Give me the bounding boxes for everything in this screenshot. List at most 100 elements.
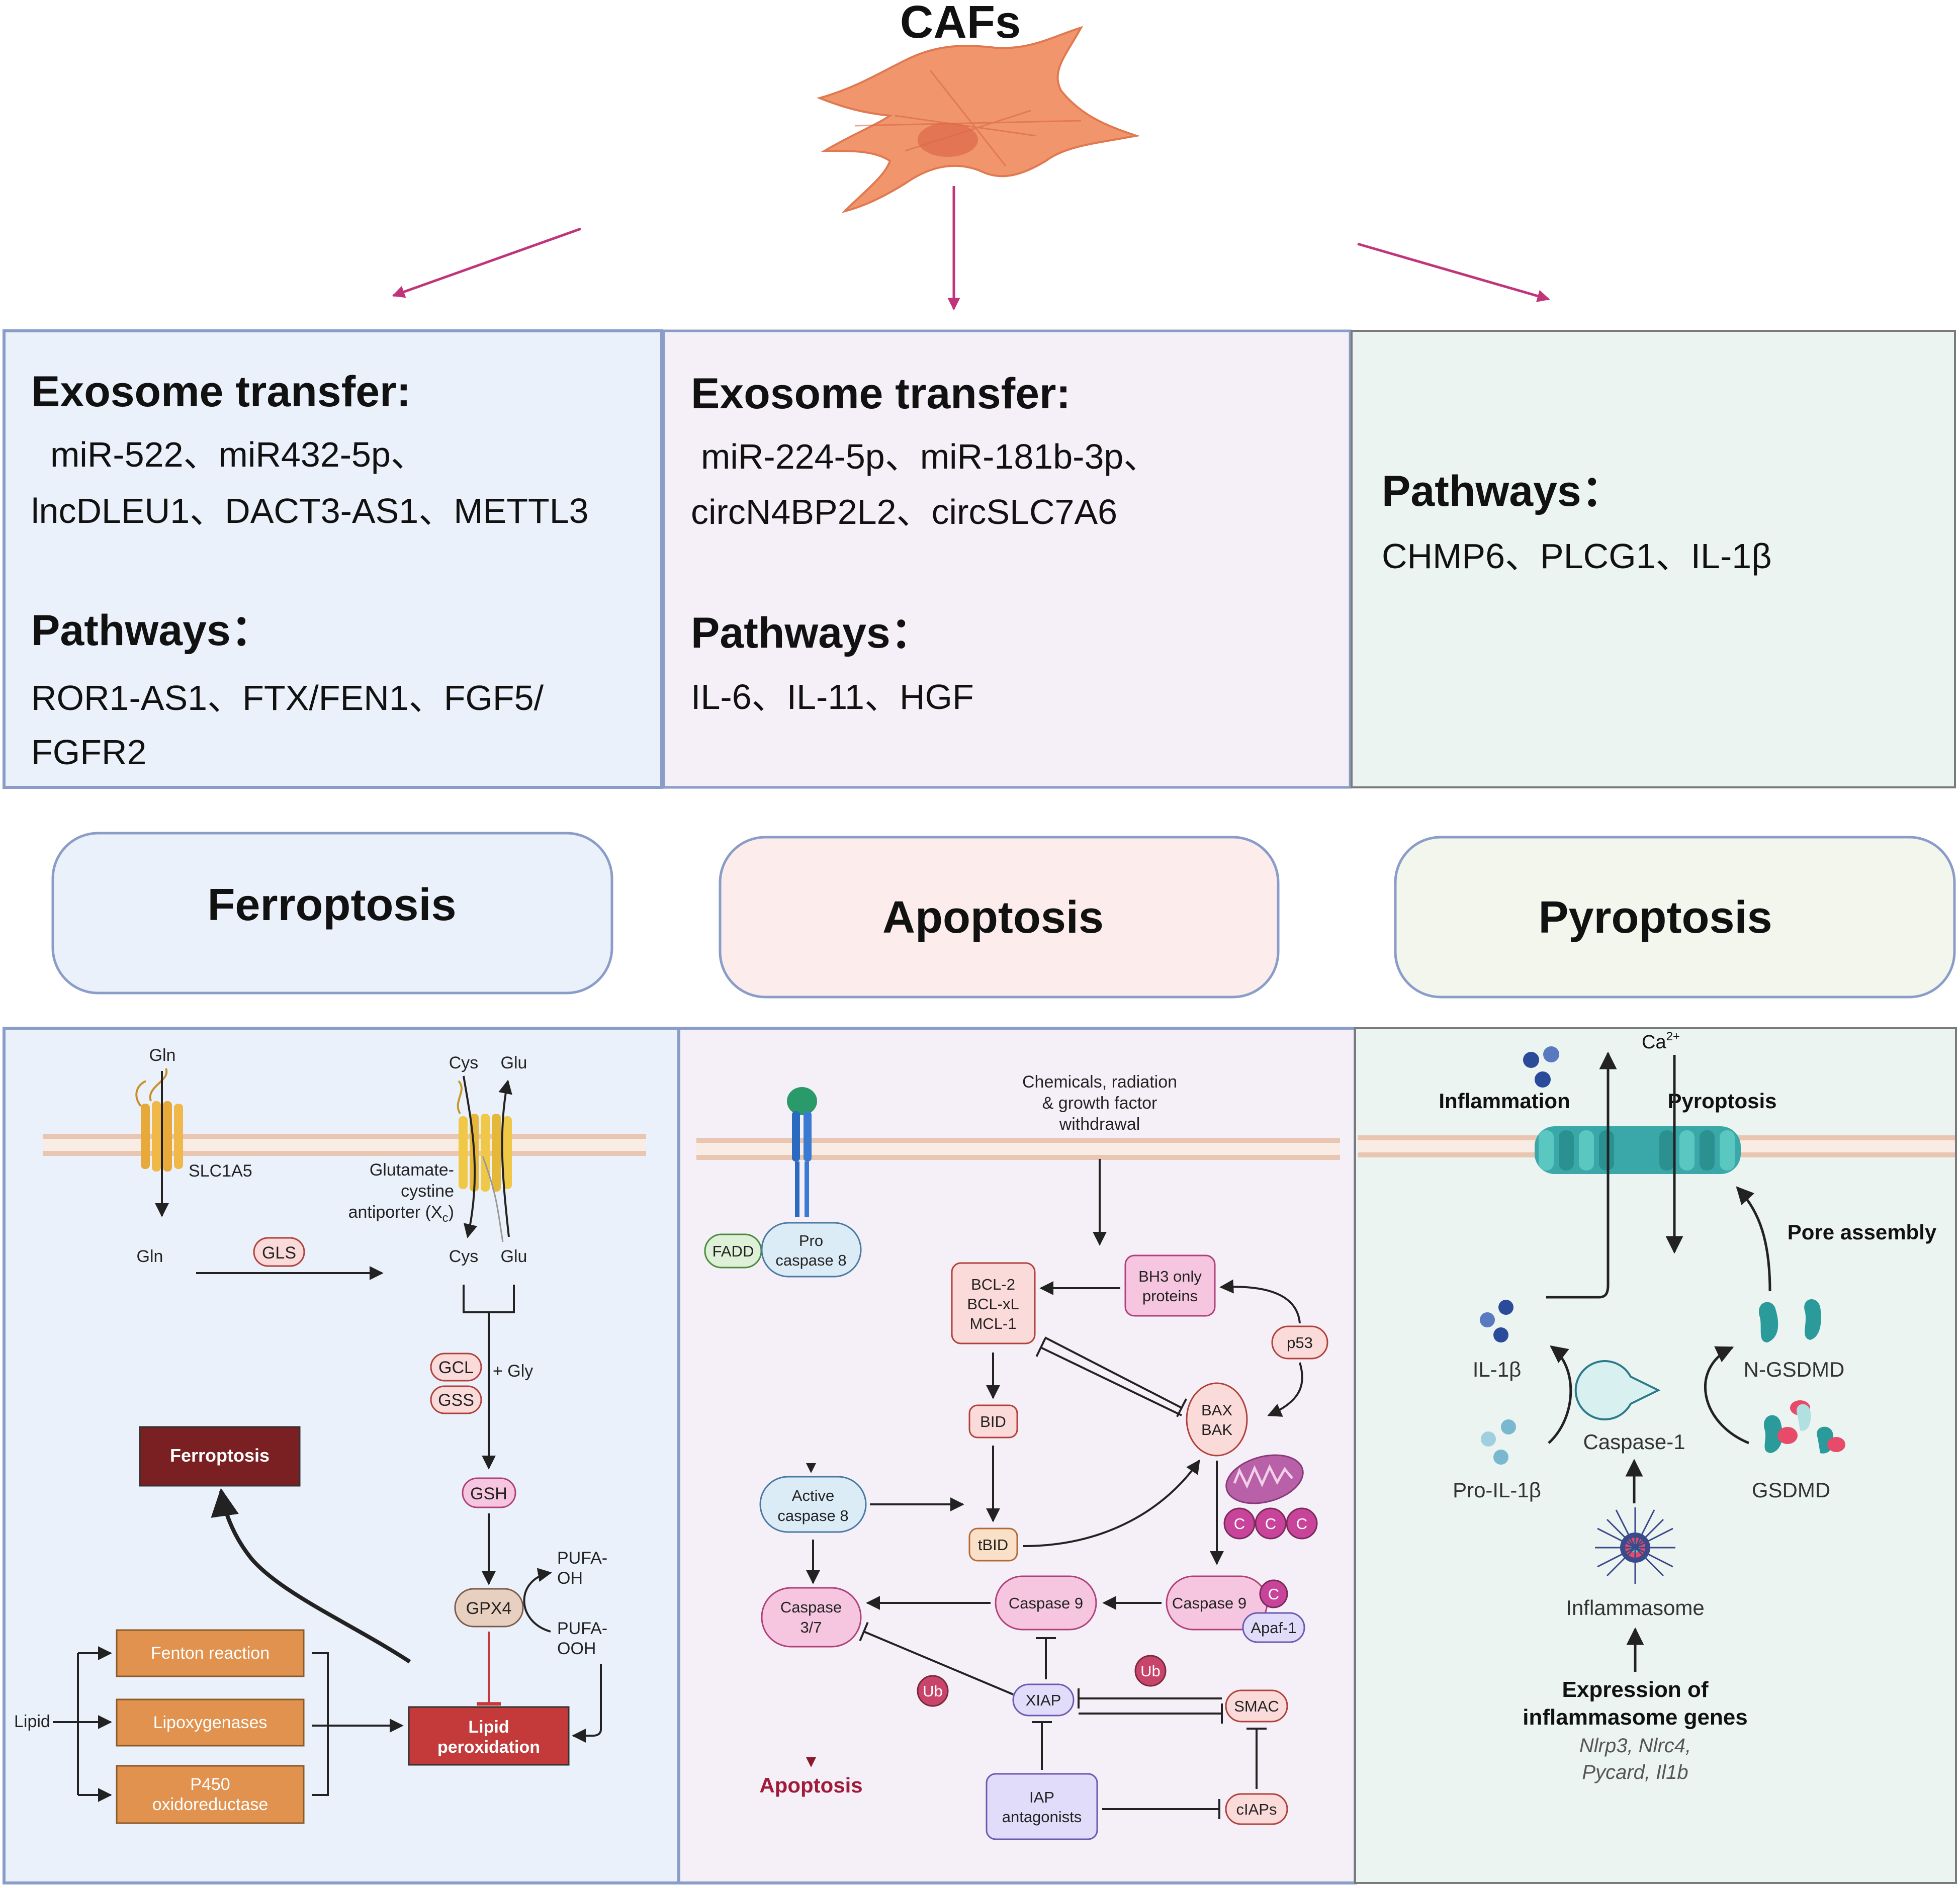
il1b-mature-icon <box>1480 1300 1513 1342</box>
iap-antagonists-label-1: IAP <box>1029 1788 1054 1806</box>
apaf1-node <box>1242 1612 1305 1643</box>
tbid-to-bax-arrow <box>1023 1459 1200 1547</box>
genes-label-1: Nlrp3, Nlrc4, <box>1579 1735 1691 1757</box>
ferro-pathways-line2: FGFR2 <box>31 733 146 772</box>
tbid-label: tBID <box>978 1536 1008 1554</box>
bid-node <box>968 1404 1018 1439</box>
caf-cell-icon <box>816 26 1140 213</box>
apo-exosome-line2: circN4BP2L2、circSLC7A6 <box>691 492 1117 531</box>
gln-label: Gln <box>137 1247 163 1266</box>
apo-pathways-line1: IL-6、IL-11、HGF <box>691 677 974 716</box>
lipid-peroxidation-label-1: Lipid <box>468 1718 509 1737</box>
ciaps-node <box>1225 1793 1288 1825</box>
lipid-peroxidation-label-2: peroxidation <box>437 1738 540 1757</box>
n-gsdmd-label: N-GSDMD <box>1744 1358 1845 1381</box>
calcium-label: Ca2+ <box>1642 1030 1680 1053</box>
il1b-released-icon <box>1523 1046 1559 1088</box>
gln-top-label: Gln <box>149 1046 176 1065</box>
bcl2-label-2: BCL-xL <box>967 1295 1019 1313</box>
ferro-pathways-heading: Pathways： <box>31 606 274 655</box>
apoptosome-caspase9-label: Caspase 9 <box>1172 1594 1246 1612</box>
active-caspase8-label-2: caspase 8 <box>777 1507 848 1524</box>
pro-caspase8-node <box>761 1222 862 1278</box>
tbid-node <box>968 1527 1018 1562</box>
gcl-node <box>430 1353 482 1382</box>
ferroptosis-label-pill <box>51 832 613 995</box>
cys-label: Cys <box>449 1247 479 1266</box>
caspase9-node <box>995 1575 1097 1631</box>
ferro-exosome-line2: lncDLEU1、DACT3-AS1、METTL3 <box>31 491 589 530</box>
caspase1-cleaves-gsdmd <box>1704 1346 1749 1445</box>
slc1a5-transporter-icon <box>135 1068 183 1172</box>
ferroptosis-outcome-label: Ferroptosis <box>170 1445 270 1466</box>
caspase1-label: Caspase-1 <box>1583 1430 1685 1454</box>
pyroptosis-outcome-label: Pyroptosis <box>1667 1089 1776 1113</box>
lipoxygenases-box <box>116 1698 305 1747</box>
antiporter-label-3: antiporter (Xc) <box>348 1203 454 1225</box>
glu-label: Glu <box>501 1247 527 1266</box>
smac-node <box>1225 1689 1288 1723</box>
pufa-ooh-to-lipid-arrow <box>572 1664 602 1743</box>
bh3-only-label-1: BH3 only <box>1138 1268 1202 1285</box>
arrow-to-ferroptosis <box>392 227 581 298</box>
il1b-label: IL-1β <box>1473 1358 1522 1381</box>
caspase37-label-2: 3/7 <box>800 1619 822 1636</box>
xiap-label: XIAP <box>1026 1691 1061 1709</box>
pufa-ooh-label-2: OOH <box>557 1639 596 1658</box>
lipid-peroxidation-box <box>408 1706 570 1766</box>
pyroptosis-info-panel <box>1351 330 1956 788</box>
pufa-oh-label-1: PUFA- <box>557 1549 607 1568</box>
bh3-only-label-2: proteins <box>1142 1287 1198 1305</box>
bh3-only-node <box>1124 1254 1216 1317</box>
fenton-reaction-box <box>116 1629 305 1677</box>
bcl2-inhibits-bax <box>1044 1336 1187 1417</box>
gls-node <box>253 1237 305 1267</box>
cytochrome-c-label-3: C <box>1296 1515 1307 1533</box>
chemicals-label-2: & growth factor <box>1042 1094 1157 1113</box>
p450-label-1: P450 <box>190 1775 230 1794</box>
fadd-label: FADD <box>712 1242 754 1260</box>
lipid-perox-to-ferroptosis-arrow <box>211 1488 411 1664</box>
gsh-node <box>462 1477 516 1508</box>
ferroptosis-info-panel <box>3 329 663 789</box>
caspase1-cleaves-il1b <box>1548 1345 1572 1444</box>
apo-exosome-line1: miR-224-5p、miR-181b-3p、 <box>701 437 1159 476</box>
cytochrome-c-2 <box>1255 1507 1287 1540</box>
expression-label-2: inflammasome genes <box>1523 1705 1748 1730</box>
apo-pathways-heading: Pathways： <box>691 609 934 657</box>
ferro-pathways-line1: ROR1-AS1、FTX/FEN1、FGF5/ <box>31 678 544 717</box>
ub-right-label: Ub <box>1140 1662 1161 1680</box>
apoptosis-label-pill <box>719 836 1280 999</box>
arrow-to-pyroptosis <box>1357 242 1550 302</box>
bid-label: BID <box>980 1413 1006 1430</box>
lipoxygenases-label: Lipoxygenases <box>153 1713 268 1732</box>
gls-label: GLS <box>262 1243 296 1263</box>
ferro-exosome-line1: miR-522、miR432-5p、 <box>50 435 426 474</box>
chemicals-label-1: Chemicals, radiation <box>1022 1072 1177 1092</box>
mitochondrion-icon <box>1225 1454 1304 1504</box>
caspase1-icon <box>1574 1360 1661 1420</box>
pyroptosis-label: Pyroptosis <box>1538 892 1772 943</box>
cys-top-label: Cys <box>449 1053 479 1072</box>
gsh-label: GSH <box>470 1484 507 1503</box>
cytochrome-c-1 <box>1223 1507 1256 1540</box>
ciaps-label: cIAPs <box>1236 1801 1277 1818</box>
apoptosis-outcome-label: Apoptosis <box>759 1773 862 1797</box>
ferro-exosome-heading: Exosome transfer: <box>31 368 411 416</box>
active-caspase8-label-1: Active <box>792 1487 834 1504</box>
pufa-ooh-label-1: PUFA- <box>557 1619 607 1638</box>
gsdmd-pore-icon <box>1535 1126 1741 1174</box>
ferroptosis-outcome-box <box>139 1426 301 1487</box>
bax-bak-node <box>1186 1382 1248 1457</box>
cytochrome-c-3 <box>1286 1507 1318 1540</box>
p53-to-bax-arrow <box>1267 1362 1303 1417</box>
caspase9-label: Caspase 9 <box>1009 1594 1083 1612</box>
glu-export-arrow <box>498 1080 512 1237</box>
inflammasome-label: Inflammasome <box>1566 1596 1704 1620</box>
bak-label: BAK <box>1201 1421 1232 1439</box>
pro-il1b-icon <box>1481 1419 1516 1465</box>
cytochrome-c-label-1: C <box>1234 1515 1245 1533</box>
pyro-pathways-line1: CHMP6、PLCG1、IL-1β <box>1382 536 1771 576</box>
ub-left-node <box>917 1675 949 1707</box>
pufa-oh-label-2: OH <box>557 1569 583 1588</box>
